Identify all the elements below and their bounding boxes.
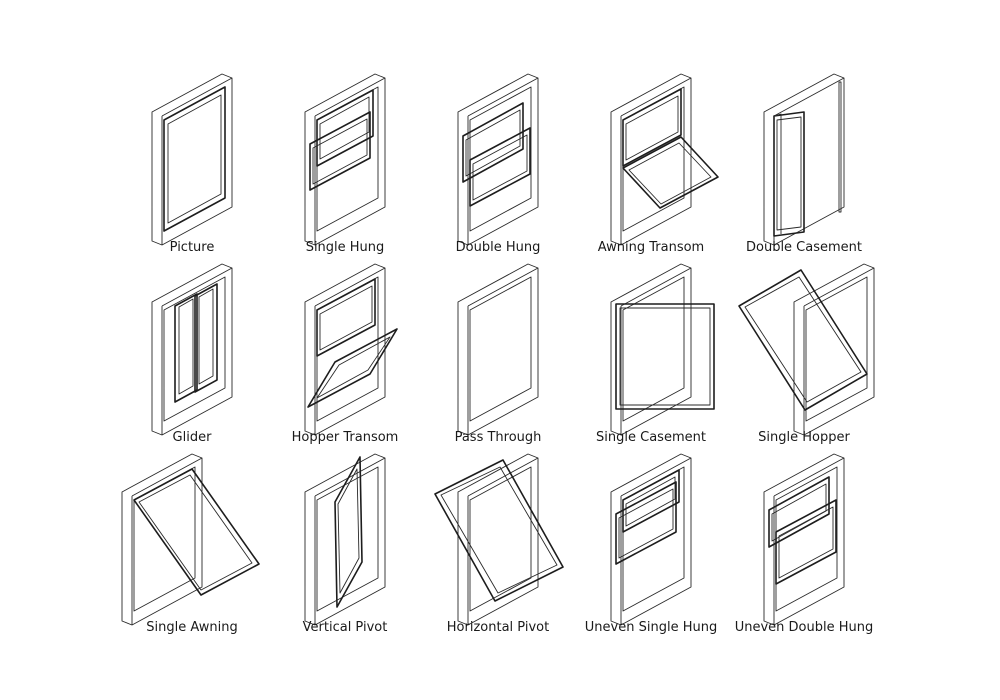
horizontal-pivot-window-drawing: [434, 453, 564, 626]
window-double-hung: Double Hung: [423, 72, 573, 262]
window-label: Double Casement: [745, 240, 862, 255]
window-label: Single Hung: [305, 240, 385, 255]
window-label: Uneven Single Hung: [584, 620, 718, 635]
window-single-hopper: Single Hopper: [729, 262, 879, 452]
window-double-casement: Double Casement: [729, 72, 879, 262]
window-label: Hopper Transom: [291, 430, 399, 445]
window-single-awning: Single Awning: [117, 452, 267, 642]
single-hopper-window-drawing: [738, 263, 875, 436]
window-single-hung: Single Hung: [270, 72, 420, 262]
window-hopper-transom: Hopper Transom: [270, 262, 420, 452]
window-picture: Picture: [117, 72, 267, 262]
window-label: Awning Transom: [597, 240, 705, 255]
window-vertical-pivot: Vertical Pivot: [270, 452, 420, 642]
window-label: Single Hopper: [758, 430, 850, 445]
window-label: Pass Through: [454, 430, 542, 445]
window-uneven-double-hung: Uneven Double Hung: [729, 452, 879, 642]
window-single-casement: Single Casement: [576, 262, 726, 452]
vertical-pivot-window-drawing: [304, 453, 386, 626]
window-label: Single Awning: [146, 620, 238, 635]
window-label: Single Casement: [596, 430, 706, 445]
uneven-double-hung-window-drawing: [763, 453, 845, 626]
window-label: Glider: [172, 430, 212, 445]
single-awning-window-drawing: [121, 453, 260, 626]
awning-transom-window-drawing: [610, 73, 719, 246]
window-label: Double Hung: [455, 240, 541, 255]
hopper-transom-window-drawing: [304, 263, 398, 436]
window-glider: Glider: [117, 262, 267, 452]
glider-window-drawing: [151, 263, 233, 436]
window-label: Picture: [169, 240, 215, 255]
double-casement-window-drawing: [763, 73, 845, 246]
window-label: Vertical Pivot: [302, 620, 388, 635]
uneven-single-hung-window-drawing: [610, 453, 692, 626]
window-awning-transom: Awning Transom: [576, 72, 726, 262]
window-label: Uneven Double Hung: [734, 620, 874, 635]
picture-window-drawing: [151, 73, 233, 246]
window-label: Horizontal Pivot: [446, 620, 550, 635]
double-hung-window-drawing: [457, 73, 539, 246]
pass-through-window-drawing: [457, 263, 539, 436]
single-casement-window-drawing: [610, 263, 715, 436]
window-uneven-single-hung: Uneven Single Hung: [576, 452, 726, 642]
window-horizontal-pivot: Horizontal Pivot: [423, 452, 573, 642]
window-pass-through: Pass Through: [423, 262, 573, 452]
single-hung-window-drawing: [304, 73, 386, 246]
